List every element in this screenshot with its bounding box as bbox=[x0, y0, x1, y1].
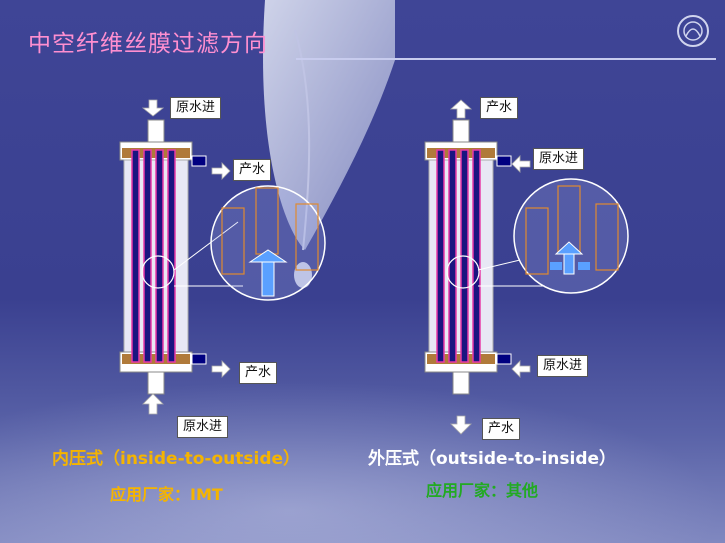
left-bottom-arrow-icon bbox=[142, 393, 164, 415]
logo-emblem-icon bbox=[677, 15, 709, 47]
left-side-bottom-arrow-icon bbox=[211, 360, 231, 378]
water-texture bbox=[0, 380, 725, 543]
right-side-bottom-arrow-icon bbox=[511, 360, 531, 378]
right-side-top-arrow-icon bbox=[511, 155, 531, 173]
left-module bbox=[119, 119, 207, 395]
title-underline bbox=[296, 58, 716, 60]
left-caption: 内压式（inside-to-outside） bbox=[52, 449, 301, 469]
left-side-bottom-label: 产水 bbox=[239, 362, 278, 384]
right-application: 应用厂家：其他 bbox=[426, 481, 539, 500]
right-side-top-label: 原水进 bbox=[533, 148, 585, 170]
right-zoom-circle bbox=[513, 178, 629, 294]
right-module bbox=[424, 119, 512, 395]
left-side-top-arrow-icon bbox=[211, 162, 231, 180]
right-bottom-label: 产水 bbox=[482, 418, 521, 440]
page-title: 中空纤维丝膜过滤方向 bbox=[28, 31, 268, 57]
right-bottom-arrow-icon bbox=[450, 415, 472, 435]
left-top-label: 原水进 bbox=[170, 97, 222, 119]
left-bottom-label: 原水进 bbox=[177, 416, 229, 438]
leaf-decoration-icon bbox=[263, 0, 395, 288]
right-side-bottom-label: 原水进 bbox=[537, 355, 589, 377]
left-application: 应用厂家：IMT bbox=[110, 485, 223, 504]
left-side-top-label: 产水 bbox=[233, 159, 272, 181]
left-top-arrow-icon bbox=[141, 99, 165, 117]
right-top-label: 产水 bbox=[480, 97, 519, 119]
right-caption: 外压式（outside-to-inside） bbox=[368, 449, 617, 469]
right-top-arrow-icon bbox=[449, 99, 473, 119]
